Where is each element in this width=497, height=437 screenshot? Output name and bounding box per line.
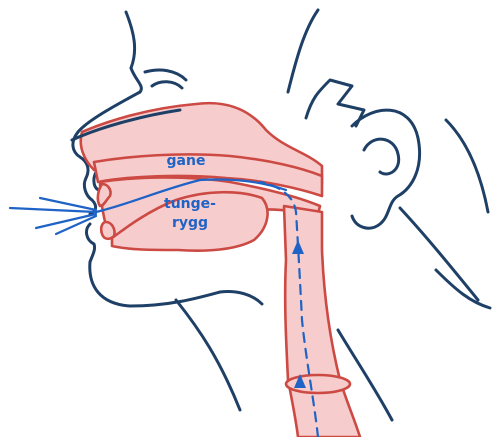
airflow-stream — [10, 208, 96, 212]
label-palate: gane — [167, 153, 206, 169]
hair-outline — [446, 120, 488, 212]
neck-front-outline — [176, 300, 240, 410]
ear-inner-outline — [364, 139, 399, 174]
pharynx — [284, 206, 360, 437]
airflow-stream — [40, 198, 96, 210]
brow-outline — [131, 68, 141, 92]
eyelid-outline — [152, 82, 182, 88]
label-tongue-line1: tunge- — [164, 196, 216, 212]
shoulder-outline — [436, 270, 490, 308]
larynx-ring — [286, 375, 350, 393]
hair-outline — [306, 80, 364, 126]
label-tongue-line2: rygg — [172, 215, 208, 231]
forehead-outline — [126, 12, 135, 68]
eye-outline — [145, 70, 186, 80]
lower-lip-outline — [87, 224, 95, 262]
neck-back-outline — [400, 208, 478, 300]
hair-outline — [288, 10, 318, 92]
ear-outline — [352, 110, 420, 228]
